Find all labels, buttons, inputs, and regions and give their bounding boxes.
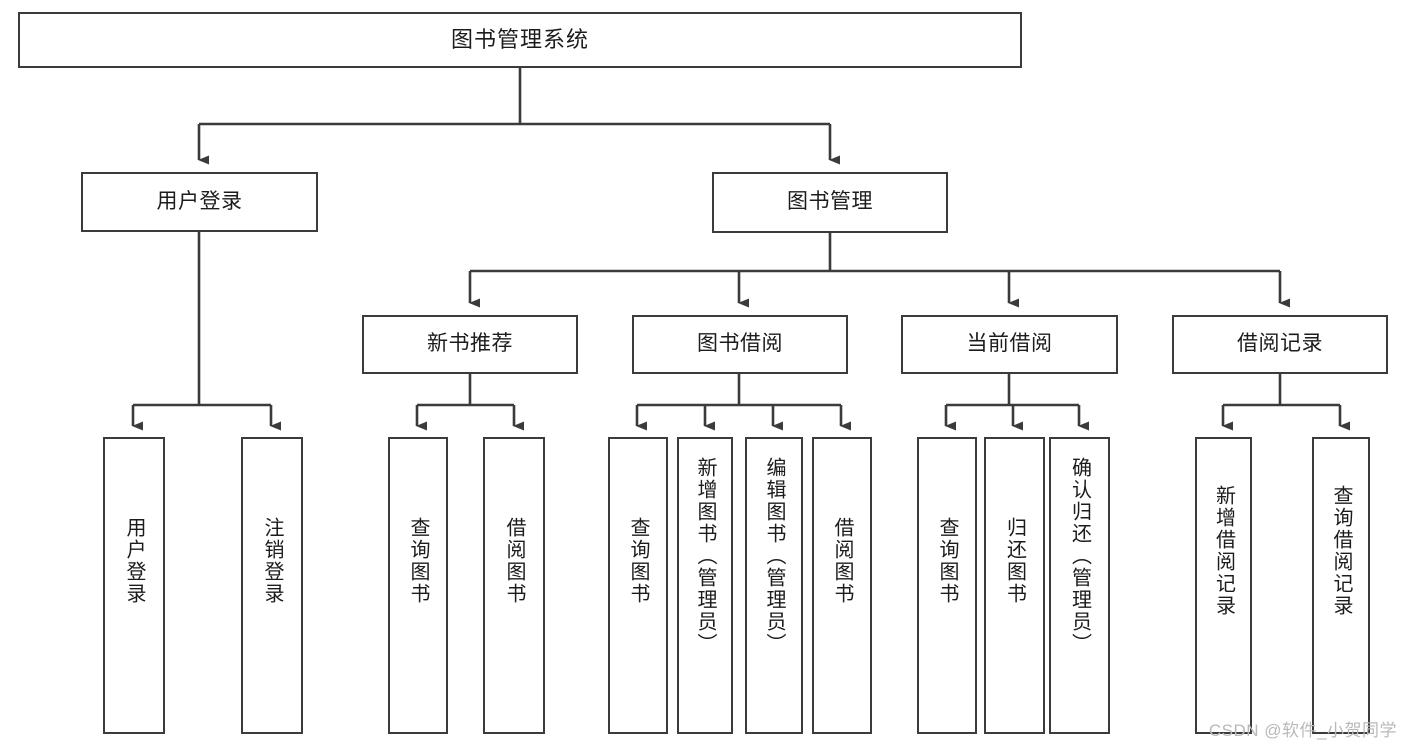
leaf-query-book-recommend[interactable]: 查询图书 [388, 437, 448, 734]
leaf-edit-book-admin-label: 编辑图书（管理员） [763, 457, 785, 655]
node-borrow-record-label: 借阅记录 [1237, 332, 1323, 356]
node-book-management[interactable]: 图书管理 [712, 172, 948, 233]
leaf-query-borrow-record[interactable]: 查询借阅记录 [1312, 437, 1370, 734]
leaf-user-login[interactable]: 用户登录 [103, 437, 165, 734]
node-current-borrow-label: 当前借阅 [966, 332, 1053, 356]
leaf-add-book-admin-label: 新增图书（管理员） [694, 457, 716, 655]
leaf-edit-book-admin[interactable]: 编辑图书（管理员） [745, 437, 803, 734]
leaf-logout[interactable]: 注销登录 [241, 437, 303, 734]
leaf-borrow-book[interactable]: 借阅图书 [812, 437, 872, 734]
node-user-login[interactable]: 用户登录 [81, 172, 318, 232]
leaf-confirm-return-admin-label: 确认归还（管理员） [1068, 457, 1091, 655]
leaf-query-book-current-label: 查询图书 [936, 517, 958, 605]
leaf-add-borrow-record-label: 新增借阅记录 [1212, 485, 1235, 617]
leaf-add-book-admin[interactable]: 新增图书（管理员） [677, 437, 733, 734]
node-current-borrow[interactable]: 当前借阅 [901, 315, 1118, 374]
node-book-borrow[interactable]: 图书借阅 [632, 315, 848, 374]
leaf-user-login-label: 用户登录 [123, 517, 145, 605]
leaf-query-book-borrow-label: 查询图书 [627, 517, 649, 605]
leaf-add-borrow-record[interactable]: 新增借阅记录 [1195, 437, 1252, 734]
node-new-book-recommend-label: 新书推荐 [427, 332, 513, 356]
node-borrow-record[interactable]: 借阅记录 [1172, 315, 1388, 374]
leaf-query-borrow-record-label: 查询借阅记录 [1330, 485, 1352, 617]
leaf-borrow-book-recommend-label: 借阅图书 [503, 517, 525, 605]
leaf-borrow-book-label: 借阅图书 [831, 517, 853, 605]
node-book-management-label: 图书管理 [787, 190, 873, 214]
leaf-return-book-label: 归还图书 [1003, 517, 1026, 605]
leaf-return-book[interactable]: 归还图书 [984, 437, 1045, 734]
leaf-query-book-borrow[interactable]: 查询图书 [608, 437, 668, 734]
leaf-confirm-return-admin[interactable]: 确认归还（管理员） [1049, 437, 1110, 734]
node-root[interactable]: 图书管理系统 [18, 12, 1022, 68]
node-book-borrow-label: 图书借阅 [697, 332, 783, 356]
node-root-label: 图书管理系统 [450, 26, 589, 52]
leaf-query-book-recommend-label: 查询图书 [407, 517, 429, 605]
csdn-watermark: CSDN @软件_小贺同学 [1208, 721, 1397, 740]
node-user-login-label: 用户登录 [156, 189, 243, 213]
leaf-logout-label: 注销登录 [261, 517, 283, 605]
node-new-book-recommend[interactable]: 新书推荐 [362, 315, 578, 374]
leaf-borrow-book-recommend[interactable]: 借阅图书 [483, 437, 545, 734]
leaf-query-book-current[interactable]: 查询图书 [917, 437, 977, 734]
